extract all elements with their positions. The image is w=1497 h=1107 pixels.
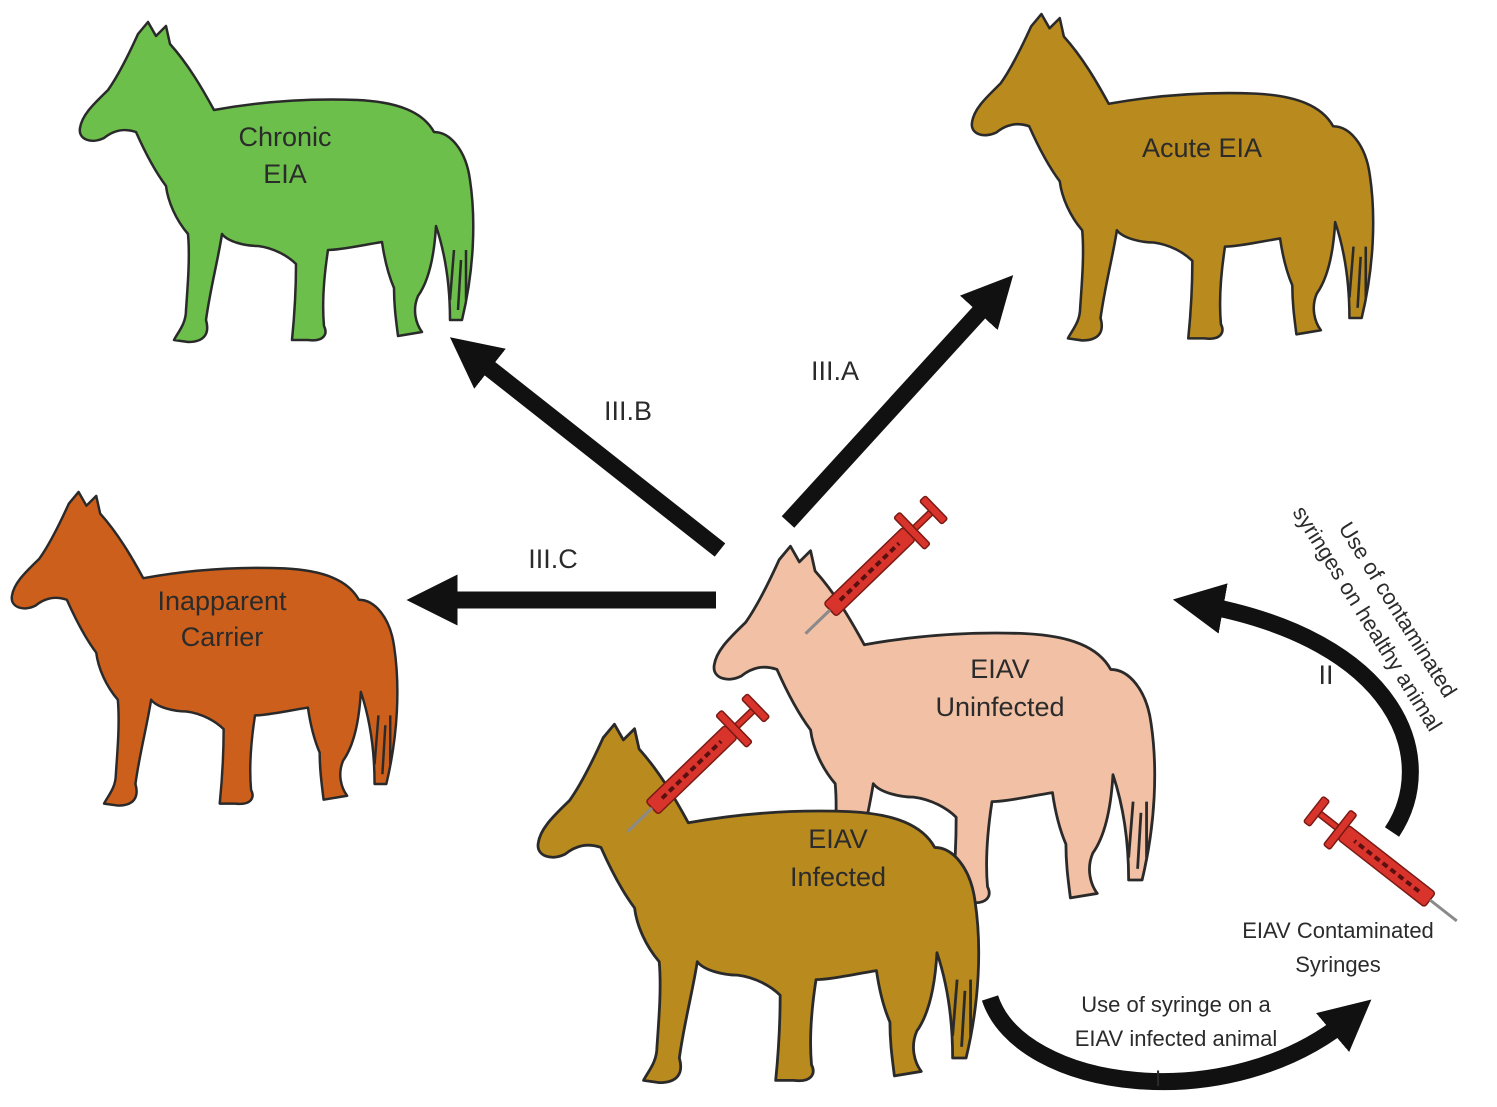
arrow-step-ii-label: II	[1318, 660, 1333, 690]
chronic-label-line1: Chronic	[238, 122, 331, 152]
uninfected-label-line1: EIAV	[970, 654, 1030, 684]
uninfected-label-line2: Uninfected	[935, 692, 1064, 722]
step-i-text-line2: EIAV infected animal	[1075, 1026, 1278, 1051]
step-i-text-line1: Use of syringe on a	[1081, 992, 1271, 1017]
infected-label-line2: Infected	[790, 862, 886, 892]
syringe-icon	[1300, 792, 1471, 939]
arrow-iiia	[788, 294, 996, 522]
arrow-step-i-label: I	[1155, 1066, 1161, 1091]
arrow-iiib	[470, 353, 720, 550]
acute-label: Acute EIA	[1142, 133, 1262, 163]
arrow-iiia-label: III.A	[811, 356, 859, 386]
arrow-iiic-label: III.C	[528, 544, 578, 574]
inapparent-label-line1: Inapparent	[157, 586, 287, 616]
horse-silhouette-icon	[972, 14, 1373, 340]
inapparent-label-line2: Carrier	[181, 622, 264, 652]
infected-label-line1: EIAV	[808, 824, 868, 854]
contaminated-label-line1: EIAV Contaminated	[1242, 918, 1434, 943]
horse-acute-eia	[972, 14, 1373, 340]
chronic-label-line2: EIA	[263, 159, 307, 189]
contaminated-label-line2: Syringes	[1295, 952, 1381, 977]
arrow-iiib-label: III.B	[604, 396, 652, 426]
